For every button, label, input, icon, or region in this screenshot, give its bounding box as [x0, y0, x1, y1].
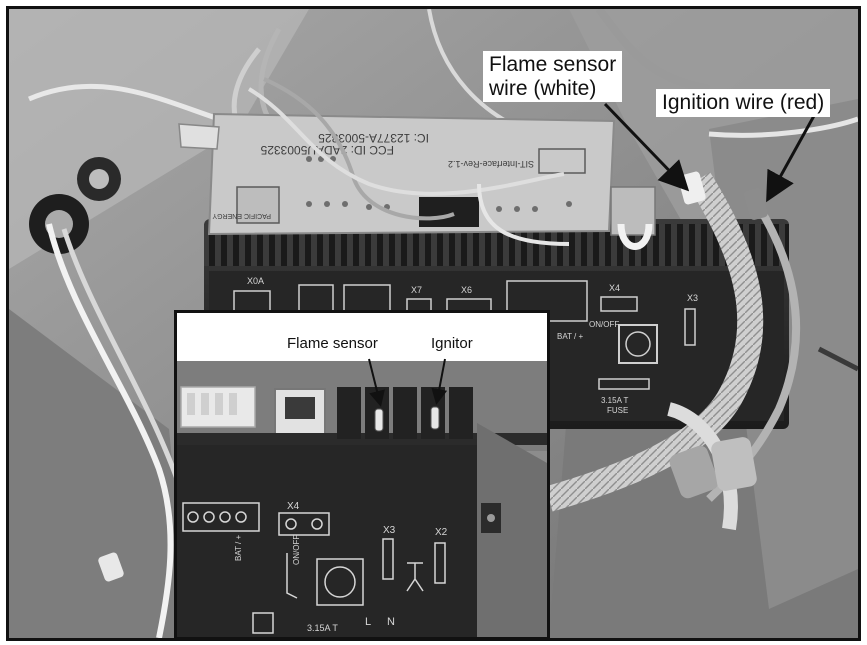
inset-label-x3: X3 [383, 525, 396, 536]
inset-board-silkscreen [182, 502, 446, 634]
inset-label-x4: X4 [287, 501, 300, 512]
label-fuse-main: 3.15A T [601, 396, 629, 405]
inset-flame-sensor-pin [374, 408, 384, 432]
inset-connector-socket [285, 397, 315, 419]
label-x3-main: X3 [687, 293, 698, 303]
pcb-interface-rev: SIT-Interface-Rev-1.2 [448, 159, 534, 169]
inset-mount-hole [487, 514, 495, 522]
cable-tie [98, 552, 124, 582]
inset-ignitor-pin [430, 406, 440, 430]
inset-label-x2: X2 [435, 527, 448, 538]
wire-bundle-d [595, 9, 710, 93]
inset-label-bat: BAT / + [234, 535, 243, 561]
callout-flame-sensor-wire-line1: Flame sensor [489, 53, 617, 76]
callout-flame-sensor-wire-line2: wire (white) [489, 76, 597, 100]
inset-right-shadow [477, 423, 547, 637]
inset-board-face [177, 445, 477, 637]
white-wire-left-1 [46, 223, 174, 638]
white-loop-wire [617, 223, 653, 250]
inset-label-l: L [365, 616, 371, 628]
ribbon-wire-b [247, 87, 565, 196]
callout-flame-sensor-wire: Flame sensor wire (white) [483, 51, 623, 103]
ignition-terminal [744, 188, 768, 220]
usb-style-connector [178, 123, 220, 150]
grommet-upper-center [89, 169, 109, 189]
label-x7: X7 [411, 285, 422, 295]
pcb-brand: PACIFIC ENERGY [212, 212, 271, 219]
pcb-fcc-line1: FCC ID: 2ADAU5003325 [260, 143, 394, 157]
inset-connector-pins [187, 393, 237, 415]
inset-callout-ignitor: Ignitor [427, 335, 477, 354]
inset-closeup: X4 X3 X2 N L 3.15A T BAT / + ON/OFF Flam… [174, 310, 550, 638]
lower-left-panel [9, 309, 189, 638]
inset-label-onoff: ON/OFF [292, 535, 301, 565]
photo-frame: X0A X7 X6 X4 X3 3.15A T FUSE ON/OFF BAT … [6, 6, 861, 641]
label-x0a: X0A [247, 276, 264, 286]
label-fuse-word: FUSE [607, 406, 628, 415]
ribbon-wire-c [477, 183, 570, 246]
flame-sensor-braided-sleeve [545, 172, 764, 512]
inset-callout-flame-sensor: Flame sensor [283, 335, 382, 354]
inset-label-fuse: 3.15A T [307, 623, 338, 633]
inset-closeup-photo: X4 X3 X2 N L 3.15A T BAT / + ON/OFF [177, 313, 547, 637]
inset-cooling-fins [337, 387, 473, 439]
inset-label-n: N [387, 616, 395, 628]
label-bat-main: BAT / + [557, 332, 583, 341]
connector-boot-2 [711, 437, 757, 491]
label-x6: X6 [461, 285, 472, 295]
upper-left-panel [9, 9, 309, 269]
label-onoff-main: ON/OFF [589, 320, 619, 329]
pcb-fcc-line2: IC: 12377A-5003325 [318, 131, 429, 145]
label-x4-main: X4 [609, 283, 620, 293]
callout-ignition-wire: Ignition wire (red) [656, 89, 831, 117]
connector-boot-1 [669, 445, 719, 499]
white-wire-top [28, 83, 220, 122]
metal-rod [817, 346, 858, 372]
